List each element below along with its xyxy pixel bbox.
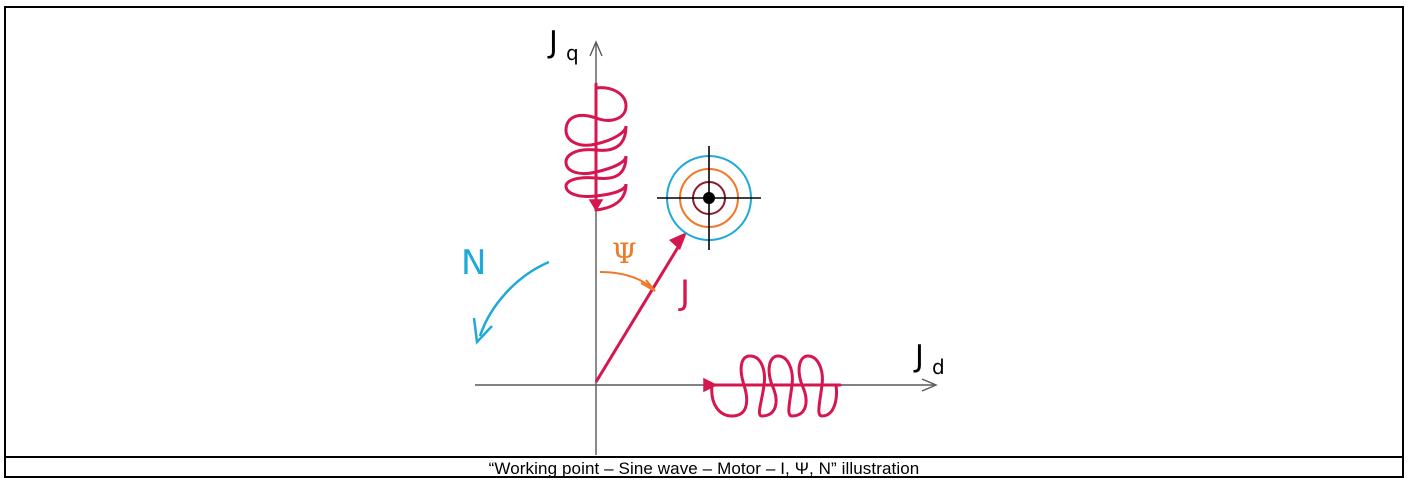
diagram-frame: “Working point – Sine wave – Motor – I, … bbox=[4, 6, 1404, 478]
q-axis-label-sub: q bbox=[566, 41, 579, 65]
current-vector bbox=[594, 232, 687, 383]
caption-row: “Working point – Sine wave – Motor – I, … bbox=[6, 456, 1402, 480]
q-axis-arrowhead bbox=[589, 40, 603, 57]
rotation-arrow bbox=[472, 260, 550, 345]
d-axis-label-sub: d bbox=[932, 355, 945, 379]
d-axis-coil bbox=[703, 354, 842, 418]
d-axis-arrowhead bbox=[921, 378, 938, 392]
caption: “Working point – Sine wave – Motor – I, … bbox=[488, 459, 920, 478]
angle-label: Ψ bbox=[612, 237, 637, 270]
angle-arc bbox=[599, 271, 656, 292]
q-axis-label: J q bbox=[547, 25, 579, 65]
d-axis-label: J d bbox=[913, 339, 945, 379]
working-point-target bbox=[657, 146, 761, 250]
d-axis-label-main: J bbox=[913, 339, 924, 374]
q-axis-label-main: J bbox=[547, 25, 558, 60]
rotation-label: N bbox=[461, 243, 486, 283]
q-axis-coil bbox=[564, 82, 628, 212]
vector-label: J bbox=[678, 273, 690, 313]
